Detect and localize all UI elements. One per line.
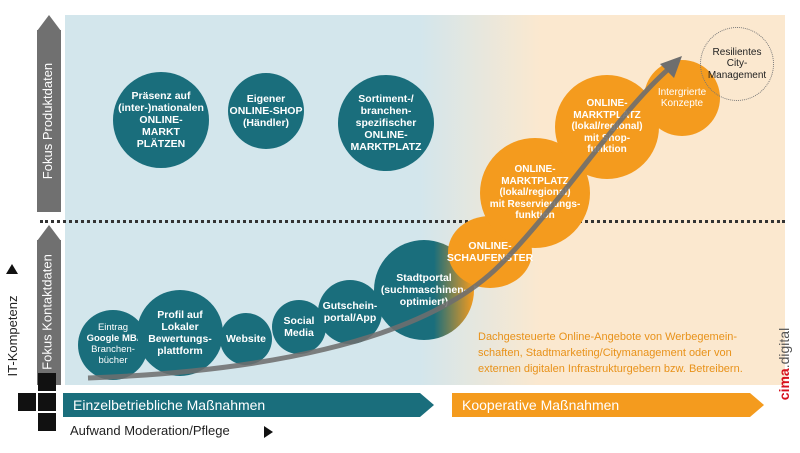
fokus-kontaktdaten-bar: Fokus Kontaktdaten <box>37 240 61 385</box>
circle-gutscheinportal: Gutschein-portal/App <box>318 280 382 344</box>
aufwand-arrow-icon <box>264 426 273 438</box>
aufwand-label: Aufwand Moderation/Pflege <box>70 423 230 438</box>
banner-einzelbetrieblich: Einzelbetriebliche Maßnahmen <box>63 393 420 417</box>
banner-kooperativ-label: Kooperative Maßnahmen <box>462 397 620 413</box>
note-line-3: externen digitalen Infrastrukturgebern b… <box>478 362 743 375</box>
banner-kooperativ-arrow-icon <box>750 393 764 417</box>
banner-einzelbetrieblich-arrow-icon <box>420 393 434 417</box>
corner-block-4 <box>38 373 56 391</box>
circle-website: Website <box>220 313 272 365</box>
it-kompetenz-arrow-icon <box>6 264 18 274</box>
note-line-1: Dachgesteuerte Online-Angebote von Werbe… <box>478 331 738 343</box>
banner-kooperativ: Kooperative Maßnahmen <box>452 393 750 417</box>
banner-einzelbetrieblich-label: Einzelbetriebliche Maßnahmen <box>73 397 266 413</box>
dotted-divider <box>40 220 785 223</box>
corner-block-2 <box>38 393 56 411</box>
fokus-produktdaten-bar: Fokus Produktdaten <box>37 30 61 212</box>
corner-block-1 <box>18 393 36 411</box>
fokus-kontaktdaten-arrow-icon <box>37 225 61 241</box>
note-line-2: schaften, Stadtmarketing/Citymanagement … <box>478 346 732 359</box>
kooperativ-note: Dachgesteuerte Online-Angebote von Werbe… <box>478 330 778 378</box>
corner-block-3 <box>38 413 56 431</box>
fokus-produktdaten-arrow-icon <box>37 15 61 31</box>
